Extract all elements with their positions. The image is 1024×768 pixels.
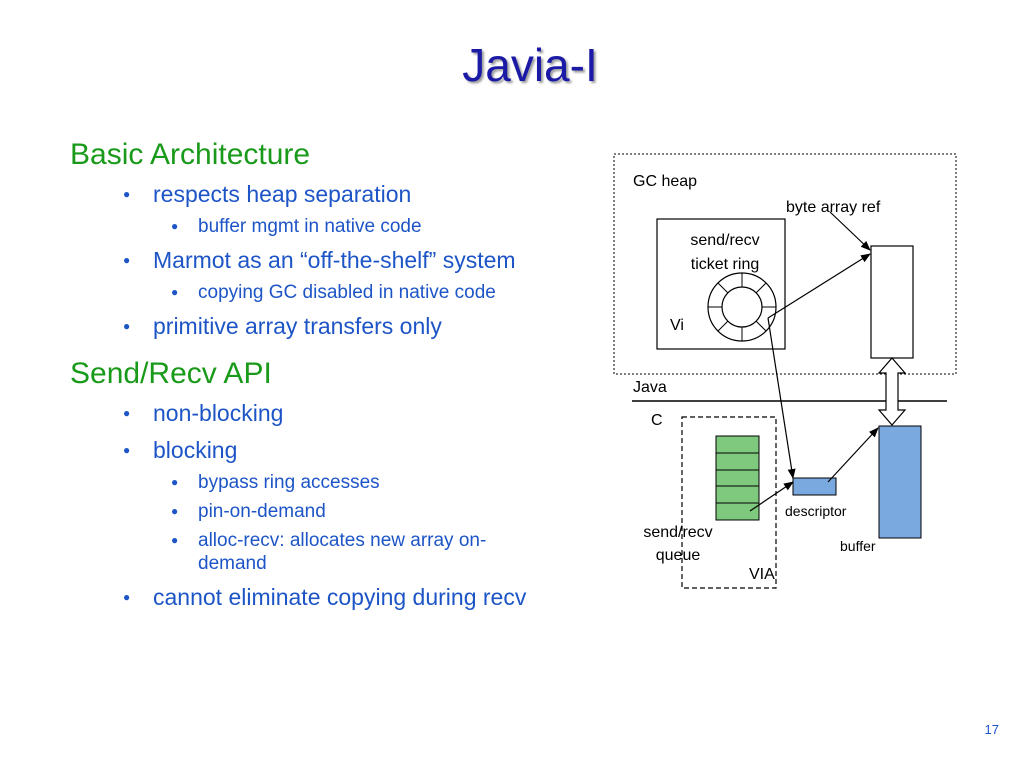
bullet-item: ● cannot eliminate copying during recv — [123, 583, 610, 612]
gc-heap-region — [613, 153, 957, 375]
vi-label: Vi — [670, 317, 684, 334]
bullet-text: primitive array transfers only — [153, 313, 442, 339]
queue-label-line1: send/recv — [643, 524, 712, 541]
bullet-dot-icon: ● — [123, 590, 131, 604]
sub-bullet-text: pin-on-demand — [198, 501, 326, 522]
descriptor-to-buffer-arrow — [827, 427, 879, 483]
pin-double-arrow-icon — [877, 357, 907, 426]
c-label: C — [651, 412, 663, 429]
sub-bullet-item: ● bypass ring accesses — [171, 471, 548, 494]
buffer-box — [878, 425, 922, 539]
ticket-ring-label-line2: ticket ring — [691, 256, 759, 273]
bullet-text: non-blocking — [153, 400, 284, 426]
via-label: VIA — [749, 566, 775, 583]
byte-array-ref-label: byte array ref — [786, 199, 881, 216]
sub-bullet-text: copying GC disabled in native code — [198, 282, 496, 303]
ring-to-descriptor-arrow — [767, 317, 796, 479]
bullet-text: respects heap separation — [153, 181, 412, 207]
sub-bullet-text: alloc-recv: allocates new array on-deman… — [198, 530, 487, 574]
bullet-dot-icon: ● — [123, 443, 131, 457]
bullet-item: ● non-blocking — [123, 399, 610, 428]
bullet-dot-icon: ● — [123, 319, 131, 333]
bullet-dot-icon: ● — [123, 253, 131, 267]
queue-to-descriptor-arrow — [749, 481, 794, 512]
queue-label-line2: queue — [656, 547, 701, 564]
bullet-item: ● primitive array transfers only — [123, 312, 610, 341]
sub-bullet-item: ● copying GC disabled in native code — [171, 281, 548, 304]
heading-send-recv-api: Send/Recv API — [70, 357, 272, 390]
bullet-text: blocking — [153, 437, 238, 463]
sub-bullet-item: ● pin-on-demand — [171, 500, 548, 523]
bullet-dot-icon: ● — [123, 406, 131, 420]
descriptor-label: descriptor — [785, 503, 847, 519]
bullet-item: ● respects heap separation — [123, 180, 610, 209]
bullet-dot-icon: ● — [123, 187, 131, 201]
byte-array-ref-arrow — [829, 211, 871, 251]
bullet-text: cannot eliminate copying during recv — [153, 584, 527, 610]
bullet-dot-icon: ● — [171, 533, 179, 547]
sub-bullet-item: ● alloc-recv: allocates new array on-dem… — [171, 529, 548, 575]
heading-basic-architecture: Basic Architecture — [70, 138, 311, 171]
bullet-dot-icon: ● — [171, 475, 179, 489]
bullet-dot-icon: ● — [171, 504, 179, 518]
send-recv-queue — [715, 435, 760, 521]
slide-title: Javia-I — [462, 39, 598, 91]
bullet-text: Marmot as an “off-the-shelf” system — [153, 247, 516, 273]
bullet-dot-icon: ● — [171, 219, 179, 233]
ticket-ring-icon — [707, 272, 777, 342]
ring-to-array-arrow — [767, 253, 871, 319]
java-label: Java — [633, 379, 667, 396]
sub-bullet-item: ● buffer mgmt in native code — [171, 215, 548, 238]
bullet-dot-icon: ● — [171, 285, 179, 299]
sub-bullet-text: bypass ring accesses — [198, 472, 380, 493]
page-number: 17 — [984, 722, 999, 737]
gc-heap-label: GC heap — [633, 173, 697, 190]
ticket-ring-label-line1: send/recv — [690, 232, 759, 249]
outline: Basic Architecture ● respects heap separ… — [70, 138, 610, 616]
bullet-item: ● blocking — [123, 436, 610, 465]
sub-bullet-text: buffer mgmt in native code — [198, 216, 422, 237]
buffer-label: buffer — [840, 538, 876, 554]
bullet-item: ● Marmot as an “off-the-shelf” system — [123, 246, 610, 275]
via-region — [681, 416, 777, 589]
byte-array-box — [870, 245, 914, 359]
